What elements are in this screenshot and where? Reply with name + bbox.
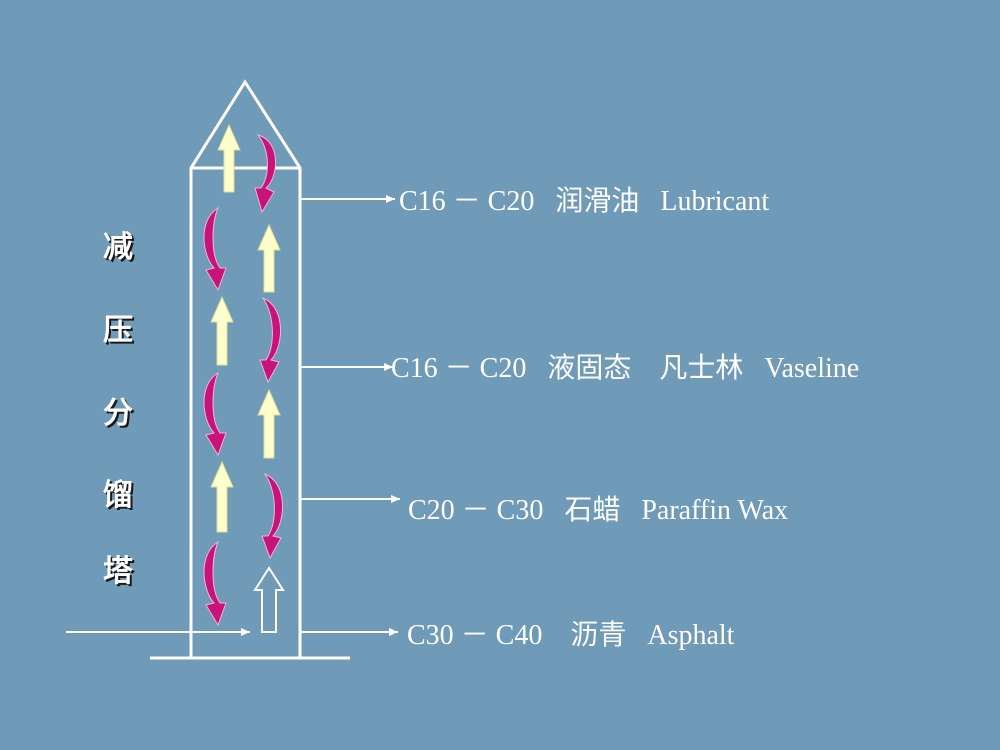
vapor-up-arrows [210, 123, 281, 533]
liquid-curved-arrows [203, 134, 283, 627]
up-arrow-icon [257, 223, 281, 293]
up-arrow-icon [210, 460, 234, 533]
fraction-label-asphalt: C30 － C40 沥青 Asphalt [407, 620, 735, 651]
tower-title-char-1: 减 [103, 230, 133, 265]
hollow-up-arrow-icon [253, 566, 285, 633]
curved-down-arrow-icon [203, 540, 227, 627]
fraction-label-lubricant: C16 － C20 润滑油 Lubricant [399, 186, 770, 217]
up-arrow-icon [210, 295, 234, 366]
tower-title-char-5: 塔 [103, 554, 133, 589]
fraction-label-paraffin-wax: C20 － C30 石蜡 Paraffin Wax [408, 495, 789, 526]
up-arrow-icon [217, 123, 241, 193]
fraction-label-vaseline: C16 － C20 液固态 凡士林 Vaseline [391, 353, 860, 384]
tower-title-char-2: 压 [103, 313, 133, 348]
tower-title-char-4: 馏 [103, 478, 133, 513]
curved-down-arrow-icon [254, 134, 277, 214]
curved-down-arrow-icon [203, 371, 227, 457]
curved-down-arrow-icon [259, 296, 281, 384]
tower-title-char-3: 分 [103, 396, 133, 431]
curved-down-arrow-icon [203, 206, 227, 292]
up-arrow-icon [257, 388, 281, 459]
curved-down-arrow-icon [261, 472, 283, 560]
tower-outline [150, 79, 350, 660]
